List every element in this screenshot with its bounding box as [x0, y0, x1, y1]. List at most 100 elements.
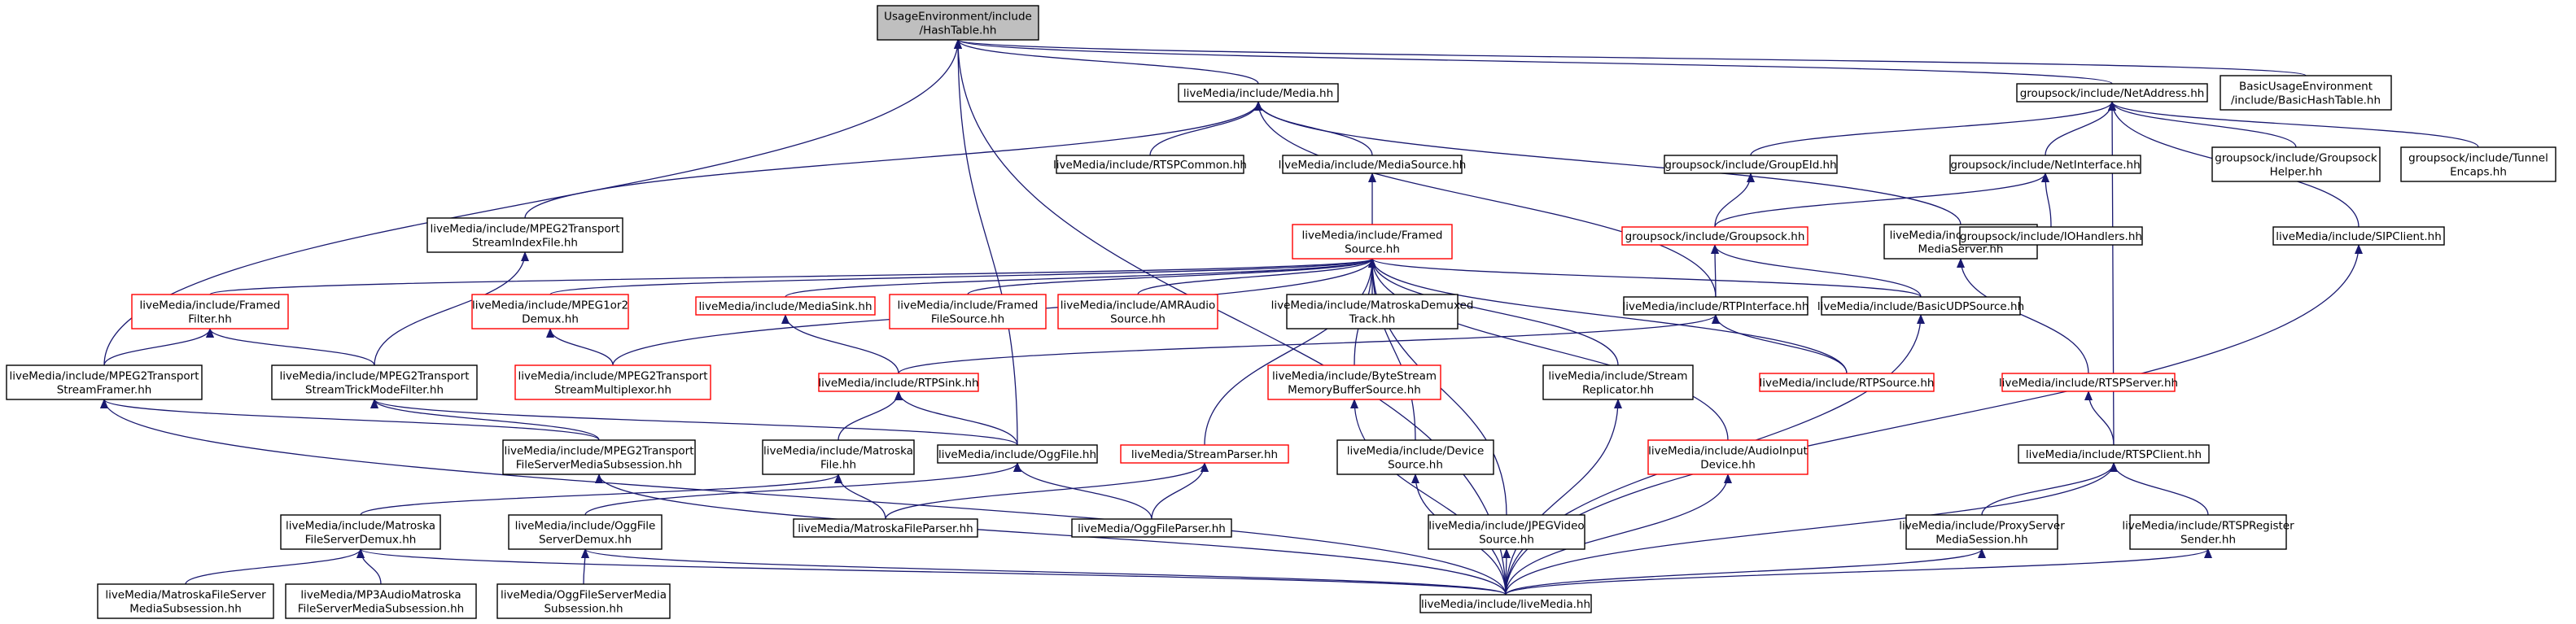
node-mpeg2tsindex[interactable]: liveMedia/include/MPEG2TransportStreamIn… [426, 217, 623, 253]
node-box [1621, 226, 1808, 246]
node-label: liveMedia/include/MediaSink.hh [699, 300, 873, 313]
node-box [762, 439, 915, 475]
node-label: liveMedia/include/Device [1347, 445, 1485, 458]
node-box [97, 583, 274, 619]
node-label: liveMedia/include/RTSPClient.hh [2026, 448, 2202, 461]
node-box [2211, 146, 2381, 182]
node-label: liveMedia/include/Matroska [286, 520, 435, 533]
edge-rtpsource-to-framedsource [1368, 258, 1848, 374]
node-label: StreamFramer.hh [57, 384, 152, 397]
edge-mpeg2tstrickmode-to-mpeg2tsindex [374, 251, 529, 366]
edge-basicudpsource-to-framedsource [1368, 258, 1922, 298]
node-mpeg2tstrickmode[interactable]: liveMedia/include/MPEG2TransportStreamTr… [271, 364, 478, 400]
node-box [1542, 364, 1694, 400]
node-label: liveMedia/include/ByteStream [1272, 370, 1437, 383]
node-label: groupsock/include/IOHandlers.hh [1960, 230, 2142, 243]
node-box [1959, 226, 2143, 246]
node-rtpinterface[interactable]: liveMedia/include/RTPInterface.hh [1623, 296, 1809, 316]
node-hashtable[interactable]: UsageEnvironment/include/HashTable.hh [877, 5, 1039, 41]
node-label: Helper.hh [2270, 166, 2323, 179]
edges-layer [100, 39, 2479, 596]
node-label: liveMedia/include/JPEGVideo [1428, 520, 1584, 533]
edge-matroskafileparser-to-matroskafile [834, 473, 886, 520]
node-oggfileservermediasubsession[interactable]: liveMedia/OggFileServerMediaSubsession.h… [496, 583, 671, 619]
node-rtspserver[interactable]: liveMedia/include/RTSPServer.hh [1999, 373, 2178, 392]
node-mpeg2tsfileserver[interactable]: liveMedia/include/MPEG2TransportFileServ… [502, 439, 696, 475]
edge-oggfileparser-to-oggfile [1013, 462, 1152, 520]
edge-mpeg2tstrickmode-to-framedfilter [206, 328, 375, 366]
edge-livemedia-to-bytestreammemory [1350, 399, 1507, 596]
node-box [2129, 514, 2287, 550]
node-label: StreamTrickModeFilter.hh [305, 384, 444, 397]
node-mediasource[interactable]: liveMedia/include/MediaSource.hh [1279, 155, 1467, 174]
edge-oggfile-to-mpeg2tstrickmode [370, 399, 1018, 446]
node-mediasink[interactable]: liveMedia/include/MediaSink.hh [695, 296, 876, 316]
node-matroskafileserverdemux[interactable]: liveMedia/include/MatroskaFileServerDemu… [280, 514, 441, 550]
node-label: File.hh [820, 459, 856, 472]
edge-rtspregistersender-to-rtspclient [2110, 462, 2209, 516]
node-mpeg2tsframer[interactable]: liveMedia/include/MPEG2TransportStreamFr… [6, 364, 203, 400]
node-rtpsink[interactable]: liveMedia/include/RTPSink.hh [818, 373, 979, 392]
node-label: liveMedia/include/MPEG2Transport [430, 223, 619, 236]
node-box [695, 296, 876, 316]
node-sipclient[interactable]: liveMedia/include/SIPClient.hh [2272, 226, 2445, 246]
node-rtspcommon[interactable]: liveMedia/include/RTSPCommon.hh [1053, 155, 1247, 174]
node-matroskademuxedtrack[interactable]: liveMedia/include/MatroskaDemuxedTrack.h… [1271, 294, 1474, 329]
node-label: MediaSession.hh [1935, 534, 2027, 547]
node-label: Encaps.hh [2450, 166, 2507, 179]
node-box [1759, 373, 1935, 392]
node-matroskafileservermediasubsession[interactable]: liveMedia/MatroskaFileServerMediaSubsess… [97, 583, 274, 619]
node-box [793, 518, 978, 538]
node-rtspclient[interactable]: liveMedia/include/RTSPClient.hh [2018, 444, 2210, 464]
node-label: liveMedia/include/RTPSink.hh [818, 377, 978, 390]
node-oggfile[interactable]: liveMedia/include/OggFile.hh [937, 444, 1098, 464]
node-mpeg2tsmultiplexor[interactable]: liveMedia/include/MPEG2TransportStreamMu… [514, 364, 711, 400]
node-netaddress[interactable]: groupsock/include/NetAddress.hh [2016, 83, 2208, 103]
node-netinterface[interactable]: groupsock/include/NetInterface.hh [1949, 155, 2141, 174]
node-basicudpsource[interactable]: liveMedia/include/BasicUDPSource.hh [1817, 296, 2024, 316]
edge-rtpsource-to-rtpinterface [1712, 314, 1848, 374]
node-box [131, 294, 289, 329]
node-livemedia[interactable]: liveMedia/include/liveMedia.hh [1419, 594, 1592, 613]
node-iohandlers[interactable]: groupsock/include/IOHandlers.hh [1959, 226, 2143, 246]
node-media[interactable]: liveMedia/include/Media.hh [1178, 83, 1339, 103]
node-label: liveMedia/OggFileServerMedia [501, 589, 667, 602]
node-groupeid[interactable]: groupsock/include/GroupEId.hh [1664, 155, 1838, 174]
edge-livemedia-to-hashtable [954, 39, 1507, 596]
node-bytestreammemory[interactable]: liveMedia/include/ByteStreamMemoryBuffer… [1267, 364, 1441, 400]
node-proxyservermediasession[interactable]: liveMedia/include/ProxyServerMediaSessio… [1899, 514, 2065, 550]
edge-streamreplicator-to-framedsource [1368, 258, 1619, 366]
node-label: MediaServer.hh [1918, 243, 2004, 256]
node-box [1336, 439, 1494, 475]
edge-livemedia-to-oggfileserverdemux [581, 548, 1507, 596]
node-label: Subsession.hh [544, 603, 623, 616]
node-matroskafileparser[interactable]: liveMedia/MatroskaFileParser.hh [793, 518, 978, 538]
node-matroskafile[interactable]: liveMedia/include/MatroskaFile.hh [762, 439, 915, 475]
edge-iohandlers-to-netinterface [2041, 172, 2052, 228]
node-rtpsource[interactable]: liveMedia/include/RTPSource.hh [1759, 373, 1935, 392]
node-label: liveMedia/include/Framed [1302, 229, 1443, 242]
node-label: liveMedia/MP3AudioMatroska [300, 589, 461, 602]
node-mp3audiomatroska[interactable]: liveMedia/MP3AudioMatroskaFileServerMedi… [285, 583, 477, 619]
node-basichashtable[interactable]: BasicUsageEnvironment/include/BasicHashT… [2220, 75, 2392, 111]
node-streamparser[interactable]: liveMedia/StreamParser.hh [1120, 444, 1289, 464]
node-oggfileparser[interactable]: liveMedia/OggFileParser.hh [1071, 518, 1232, 538]
node-label: liveMedia/include/AMRAudio [1061, 299, 1215, 312]
edge-streamparser-to-framedsource [1204, 258, 1376, 446]
node-groupsock[interactable]: groupsock/include/Groupsock.hh [1621, 226, 1808, 246]
edge-oggfileparser-to-streamparser [1151, 462, 1209, 520]
node-label: FileServerMediaSubsession.hh [298, 603, 464, 616]
